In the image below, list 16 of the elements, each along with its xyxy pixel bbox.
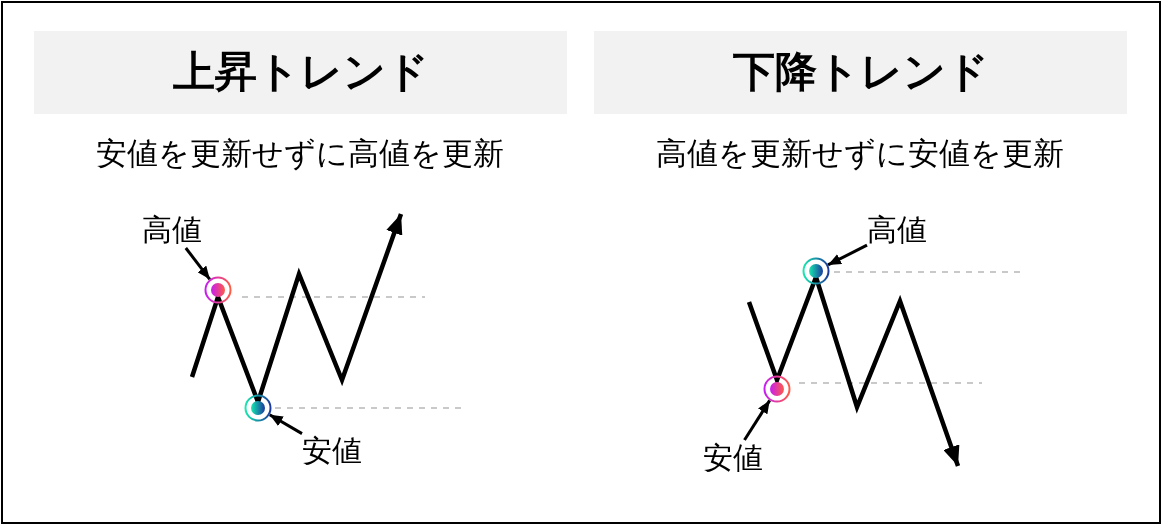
leader-arrow (184, 247, 211, 281)
point-label: 安値 (302, 433, 362, 469)
heading-band: 上昇トレンド (34, 31, 567, 114)
leader-arrow (268, 413, 303, 435)
subtitle-text: 安値を更新せずに高値を更新 (96, 134, 504, 172)
point-label: 安値 (703, 440, 763, 476)
heading-band: 下降トレンド (594, 31, 1127, 114)
leader-arrow (743, 399, 771, 441)
point-label: 高値 (142, 212, 202, 248)
leader-arrow (827, 243, 868, 267)
ring-marker-icon (763, 375, 791, 403)
point-label: 高値 (867, 212, 927, 248)
ring-marker-icon (204, 276, 232, 304)
subtitle-text: 高値を更新せずに安値を更新 (656, 134, 1064, 172)
ring-marker-icon (244, 394, 272, 422)
ring-marker-icon (802, 257, 830, 285)
